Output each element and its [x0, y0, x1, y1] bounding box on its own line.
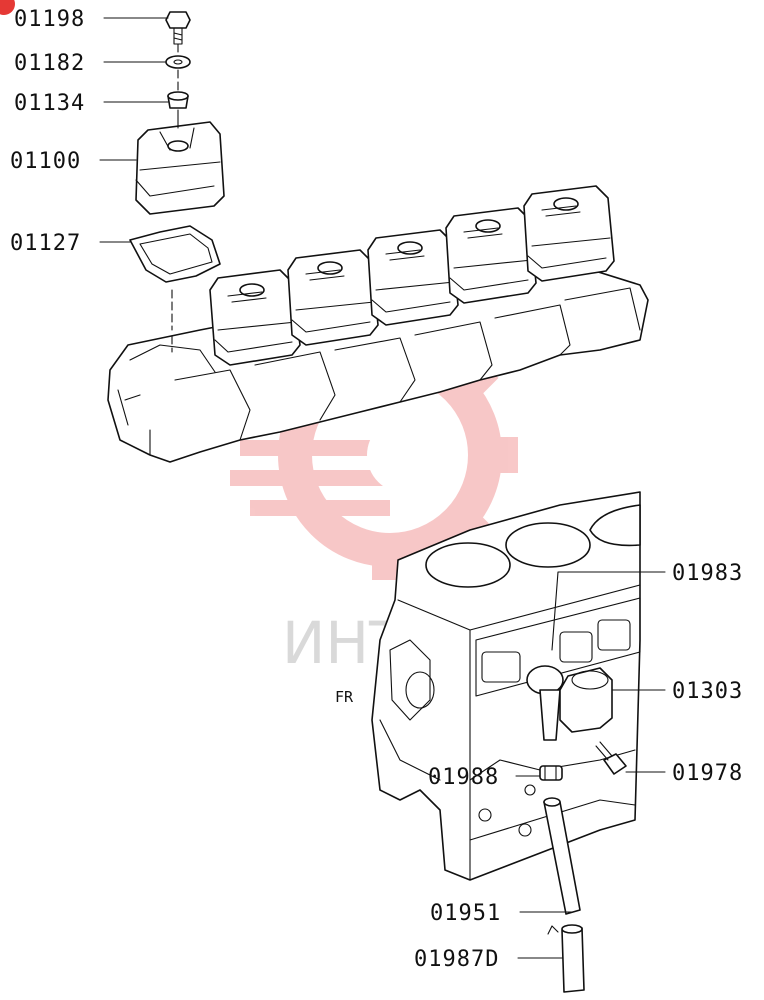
bolt-part-icon: [165, 11, 191, 45]
rocker-cover-5: [523, 185, 615, 282]
leader-lines: [99, 17, 666, 959]
rocker-cover-4: [445, 207, 537, 304]
callout-label: 01983: [672, 561, 743, 586]
breather-outlet-part-icon: [526, 665, 564, 741]
engine-block: [371, 491, 641, 881]
assembly-axis-line: [171, 43, 179, 353]
hose-pipe-part-icon: [547, 924, 585, 993]
callout-label: 01198: [14, 7, 85, 32]
grommet-part-icon: [167, 91, 189, 123]
rocker-cover-3: [367, 229, 459, 326]
washer-part-icon: [165, 55, 191, 69]
fitting-bolt-part-icon: [595, 741, 627, 775]
hose-clamp-part-icon: [539, 765, 563, 781]
rocker-cover-2: [287, 249, 379, 346]
rocker-cover-part-icon: [135, 121, 225, 215]
cylinder-head-assembly: [107, 185, 649, 463]
breather-hose-part-icon: [543, 797, 581, 915]
callout-label: 01987D: [414, 947, 499, 972]
callout-label: 01978: [672, 761, 743, 786]
callout-label: 01182: [14, 51, 85, 76]
callout-label: 01127: [10, 231, 81, 256]
gasket-part-icon: [129, 225, 221, 283]
callout-label: 01100: [10, 149, 81, 174]
callout-label: 01988: [428, 765, 499, 790]
callout-label: 01951: [430, 901, 501, 926]
corner-badge-icon: [0, 0, 15, 15]
rocker-cover-1: [209, 269, 301, 366]
callout-label: 01134: [14, 91, 85, 116]
callout-label: 01303: [672, 679, 743, 704]
direction-label: FR: [335, 688, 354, 706]
breather-case-part-icon: [559, 667, 613, 733]
